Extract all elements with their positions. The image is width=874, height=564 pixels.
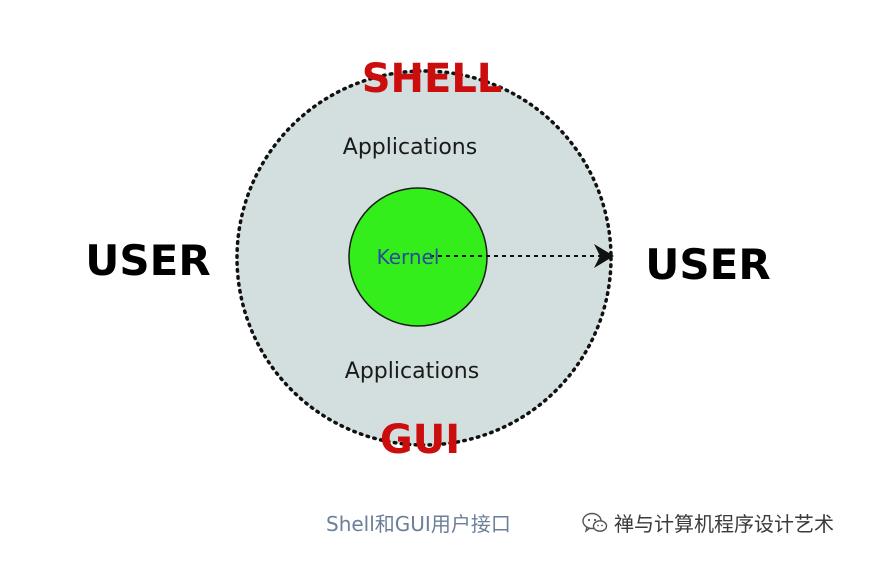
applications-bottom-label: Applications <box>345 359 479 384</box>
watermark-text: 禅与计算机程序设计艺术 <box>614 512 834 536</box>
figure-caption: Shell和GUI用户接口 <box>326 512 511 536</box>
kernel-label: Kernel <box>377 245 440 269</box>
gui-label: GUI <box>380 417 460 463</box>
shell-kernel-diagram: SHELL Applications Kernel Applications G… <box>85 56 770 463</box>
wechat-icon <box>582 512 608 533</box>
arrow-head-icon <box>594 244 614 268</box>
shell-label: SHELL <box>362 56 503 102</box>
watermark: 禅与计算机程序设计艺术 <box>582 508 834 537</box>
applications-top-label: Applications <box>343 135 477 160</box>
user-left-label: USER <box>85 236 210 285</box>
user-right-label: USER <box>645 240 770 289</box>
